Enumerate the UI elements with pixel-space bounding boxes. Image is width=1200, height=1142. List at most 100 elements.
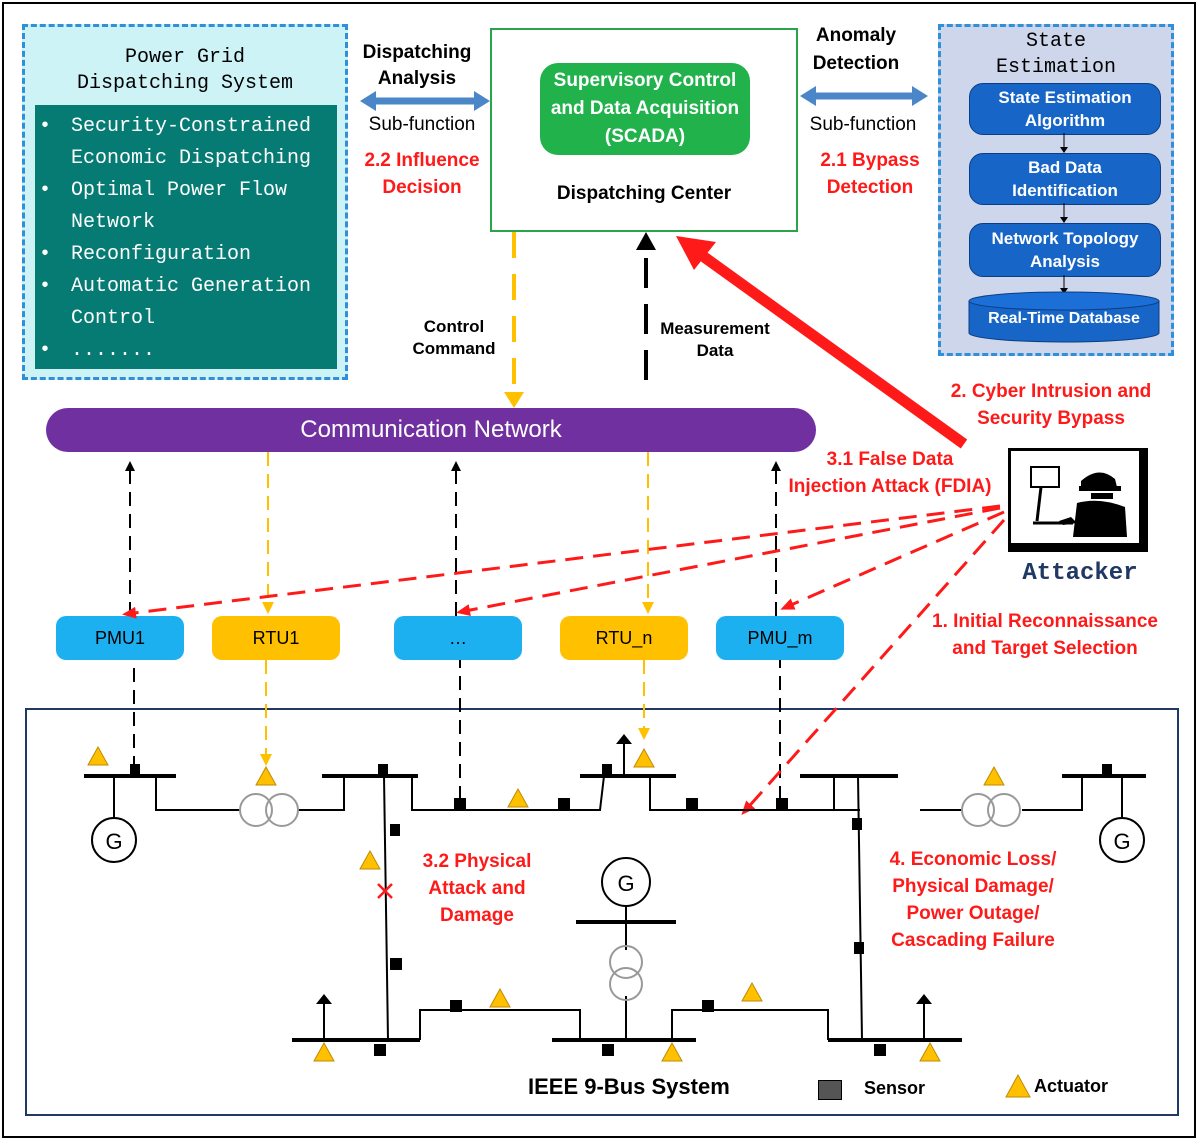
control-command-arrowhead	[504, 392, 524, 408]
list-item-text: Security-Constrained	[71, 115, 312, 138]
actuator-legend-label: Actuator	[1034, 1076, 1109, 1096]
se-title-line1: State	[1025, 30, 1086, 53]
label-line: 2.2 Influence	[364, 150, 480, 171]
state-estimation-flow-svg: Real-Time Database	[968, 133, 1160, 343]
database-top	[968, 291, 1160, 311]
list-item: •.......	[35, 335, 337, 367]
fdia-label: 3.1 False Data Injection Attack (FDIA)	[770, 446, 1010, 500]
generator-label: G	[105, 829, 122, 854]
device-rtu1: RTU1	[212, 616, 340, 660]
generator-icon	[601, 857, 651, 907]
list-item-text: Optimal Power Flow	[71, 179, 288, 202]
generator-icons: G G G	[91, 817, 1145, 907]
list-item-text: Economic Dispatching	[71, 147, 312, 170]
label-line: Damage	[440, 905, 514, 926]
sensor-icons	[130, 764, 1112, 1056]
label-line: Cascading Failure	[891, 930, 1055, 951]
bus-lines	[84, 774, 1146, 1042]
label-line: and Target Selection	[952, 638, 1138, 659]
scada-text: (SCADA)	[604, 126, 686, 147]
pgds-title: Power Grid Dispatching System	[25, 45, 345, 97]
state-estimation-title: State Estimation	[941, 29, 1171, 81]
ieee-9-bus-box	[25, 708, 1179, 1116]
actuator-legend-icon	[1005, 1073, 1031, 1098]
list-item-text: Control	[71, 307, 156, 330]
cyber-intrusion-arrowhead	[676, 236, 716, 270]
device-rtu-n: RTU_n	[560, 616, 688, 660]
label-line: 3.2 Physical	[422, 851, 532, 872]
se-flow-arrowhead	[1060, 288, 1068, 294]
control-command-label: Control Command	[394, 316, 514, 360]
label-line: 4. Economic Loss/	[889, 849, 1057, 870]
measurement-data-label: Measurement Data	[650, 318, 780, 362]
label-line: Measurement	[660, 319, 770, 338]
bullet-icon: •	[39, 339, 52, 362]
dispatching-analysis-label: Dispatching Analysis	[352, 40, 482, 92]
subfunction-label-left: Sub-function	[368, 114, 476, 135]
generator-label: G	[1113, 829, 1130, 854]
se-flow-arrowhead	[1060, 217, 1068, 223]
load-arrow-icons	[316, 734, 932, 1004]
scada-text: Supervisory Control	[553, 70, 737, 91]
actuator-icons	[87, 745, 1031, 1098]
se-title-line2: Estimation	[995, 56, 1117, 79]
sensor-legend-icon	[818, 1080, 842, 1100]
cyber-intrusion-label: 2. Cyber Intrusion and Security Bypass	[926, 378, 1176, 432]
influence-decision-label: 2.2 Influence Decision	[352, 147, 492, 201]
label-line: Dispatching	[362, 42, 472, 63]
label-line: Attack and	[428, 878, 526, 899]
device-pmu-m: PMU_m	[716, 616, 844, 660]
label-line: Security Bypass	[977, 408, 1125, 429]
list-item-text: .......	[71, 339, 156, 362]
label-line: 3.1 False Data	[826, 449, 954, 470]
transformer-icons	[239, 793, 1021, 1001]
communication-network-bar: Communication Network	[46, 408, 816, 452]
subfunction-label-right: Sub-function	[809, 114, 917, 135]
physical-attack-label: 3.2 Physical Attack and Damage	[402, 848, 552, 929]
box-text: Bad Data	[1028, 158, 1102, 177]
impact-label: 4. Economic Loss/ Physical Damage/ Power…	[876, 846, 1070, 954]
power-grid-dispatching-panel: Power Grid Dispatching System • Security-…	[22, 24, 348, 380]
dispatching-center-label: Dispatching Center	[556, 183, 732, 204]
label-line: Power Outage/	[906, 903, 1040, 924]
list-item: • Reconfiguration	[35, 239, 337, 271]
label-line: Data	[696, 341, 734, 360]
label-line: 2. Cyber Intrusion and	[950, 381, 1152, 402]
generator-icon	[1099, 817, 1145, 863]
bypass-detection-label: 2.1 Bypass Detection	[800, 147, 940, 201]
bullet-icon: •	[39, 179, 52, 202]
list-item-text: Reconfiguration	[71, 243, 252, 266]
anomaly-detection-label: Anomaly Detection	[796, 22, 916, 78]
bullet-icon: •	[39, 243, 52, 266]
box-text: State Estimation	[998, 88, 1132, 107]
anomaly-double-arrow	[800, 86, 928, 106]
sensor-legend-label: Sensor	[864, 1078, 926, 1098]
box-text: Analysis	[1030, 252, 1100, 271]
bullet-icon: •	[39, 115, 52, 138]
device-ellipsis: …	[394, 616, 522, 660]
label-line: Command	[412, 339, 496, 358]
list-item-text: Automatic Generation	[71, 275, 312, 298]
device-pmu1: PMU1	[56, 616, 184, 660]
label-line: 1. Initial Reconnaissance	[932, 611, 1158, 632]
attack-arrows	[122, 504, 1006, 815]
label-line: Physical Damage/	[892, 876, 1054, 897]
box-text: Network Topology	[991, 229, 1139, 248]
se-flow-arrowhead	[1060, 147, 1068, 153]
label-line: Anomaly	[815, 25, 897, 46]
label-line: Detection	[826, 177, 914, 198]
label-line: Control	[423, 317, 485, 336]
physical-attack-x-icon	[377, 883, 393, 899]
label-line: Decision	[382, 177, 462, 198]
box-text: Identification	[1012, 181, 1118, 200]
